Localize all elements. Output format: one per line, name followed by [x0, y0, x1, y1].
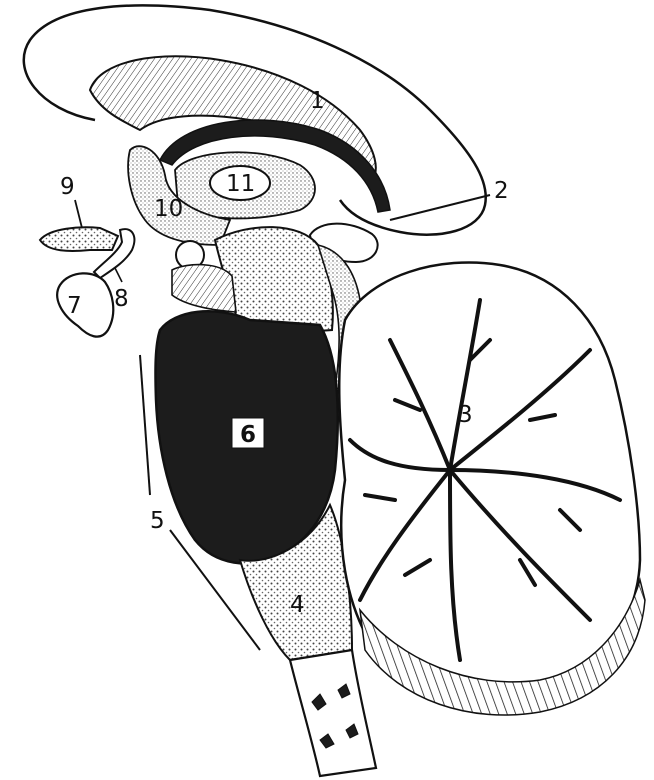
label-1: 1 [310, 88, 325, 114]
optic-chiasm [40, 227, 118, 251]
label-5: 5 [150, 508, 165, 534]
leader-line-2 [390, 195, 490, 220]
label-9: 9 [60, 174, 75, 200]
leader-line-9 [75, 200, 82, 228]
label-3: 3 [458, 402, 473, 428]
leader-line-5 [140, 355, 150, 495]
label-4: 4 [290, 592, 305, 618]
leader-line-8 [115, 268, 122, 282]
cerebral-peduncle [172, 265, 236, 312]
spinal-cord [290, 650, 376, 776]
label-11: 11 [226, 171, 255, 197]
label-2: 2 [494, 178, 509, 204]
label-6: 6 [240, 422, 256, 448]
label-8: 8 [114, 286, 129, 312]
label-10: 10 [154, 196, 183, 222]
label-7: 7 [67, 293, 82, 319]
pituitary-gland [57, 273, 113, 336]
